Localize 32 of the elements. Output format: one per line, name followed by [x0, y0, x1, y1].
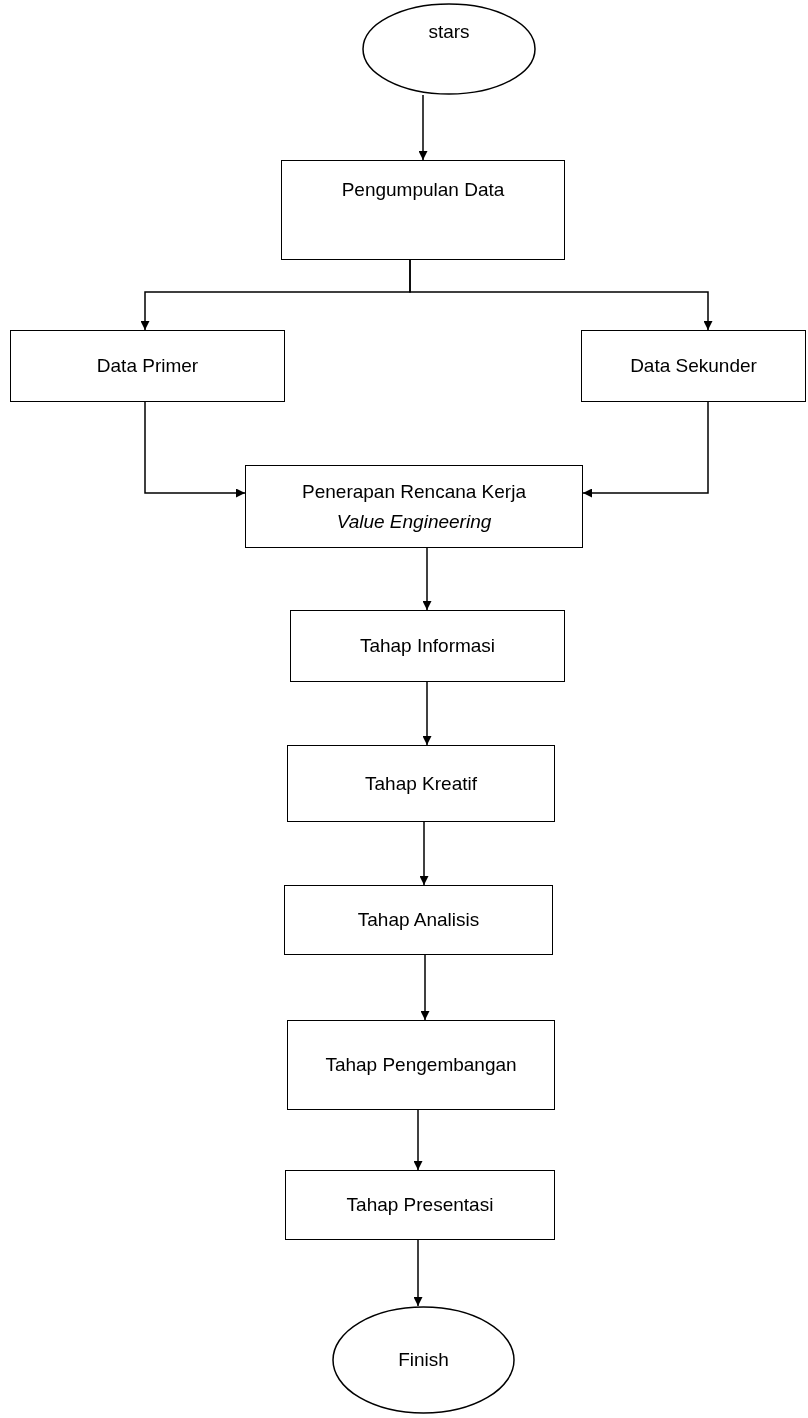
terminal-ellipse	[332, 1306, 515, 1414]
process-box	[10, 330, 285, 402]
process-box	[245, 465, 583, 548]
process-box	[287, 1020, 555, 1110]
node-label: Tahap Analisis	[357, 908, 480, 933]
node-label: Penerapan Rencana Kerja Value Engineering	[301, 480, 527, 534]
arrow	[418, 94, 428, 161]
arrow	[409, 259, 713, 331]
process-box	[581, 330, 806, 402]
node-label: Tahap Kreatif	[365, 771, 477, 796]
arrow	[422, 547, 432, 611]
terminal-ellipse	[362, 3, 536, 95]
process-box	[284, 885, 553, 955]
node-label: stars	[428, 20, 470, 44]
process-box	[285, 1170, 555, 1240]
node-label: Pengumpulan Data	[341, 178, 505, 202]
node-label: Tahap Pengembangan	[325, 1053, 517, 1078]
process-box	[287, 745, 555, 822]
arrow	[420, 954, 430, 1021]
node-label: Finish	[398, 1348, 449, 1373]
node-label: Tahap Informasi	[359, 634, 496, 659]
node-label: Tahap Presentasi	[346, 1193, 494, 1218]
arrow	[144, 401, 246, 498]
arrow	[413, 1109, 423, 1171]
node-label: Data Primer	[96, 354, 199, 379]
process-box	[281, 160, 565, 260]
arrow	[419, 821, 429, 886]
arrow	[582, 401, 709, 498]
arrow	[422, 681, 432, 746]
process-box	[290, 610, 565, 682]
arrow	[413, 1239, 423, 1307]
node-label: Data Sekunder	[630, 354, 757, 379]
